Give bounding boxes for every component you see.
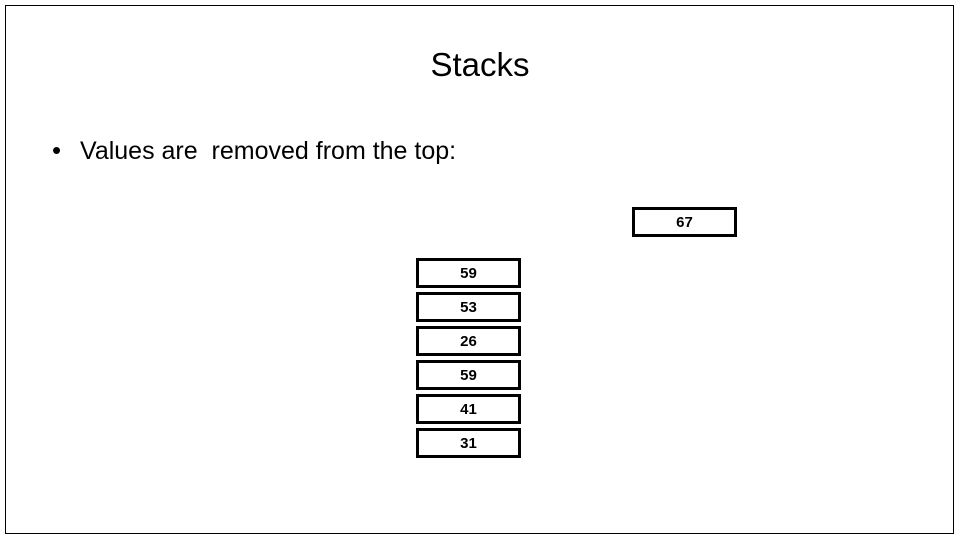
stack-cell: 53 — [416, 292, 521, 322]
stack-cell-value: 53 — [460, 298, 477, 316]
page-title: Stacks — [430, 46, 530, 83]
stack-cell-value: 41 — [460, 400, 477, 418]
stack-cell: 59 — [416, 360, 521, 390]
bullet-point-icon: • — [52, 135, 62, 165]
stack-cell-value: 26 — [460, 332, 477, 350]
popped-value-label: 67 — [676, 213, 693, 231]
stack-cell-value: 31 — [460, 434, 477, 452]
stack-cell: 26 — [416, 326, 521, 356]
stack-cell: 59 — [416, 258, 521, 288]
stack-cell: 31 — [416, 428, 521, 458]
stack-cell-value: 59 — [460, 264, 477, 282]
stack-column: 59 53 26 59 41 31 — [416, 258, 521, 458]
bullet-item-label: Values are removed from the top: — [80, 137, 457, 165]
stack-cell-value: 59 — [460, 366, 477, 384]
bullet-list-item: • Values are removed from the top: — [52, 133, 456, 168]
stack-cell: 41 — [416, 394, 521, 424]
popped-value-box: 67 — [632, 207, 737, 237]
